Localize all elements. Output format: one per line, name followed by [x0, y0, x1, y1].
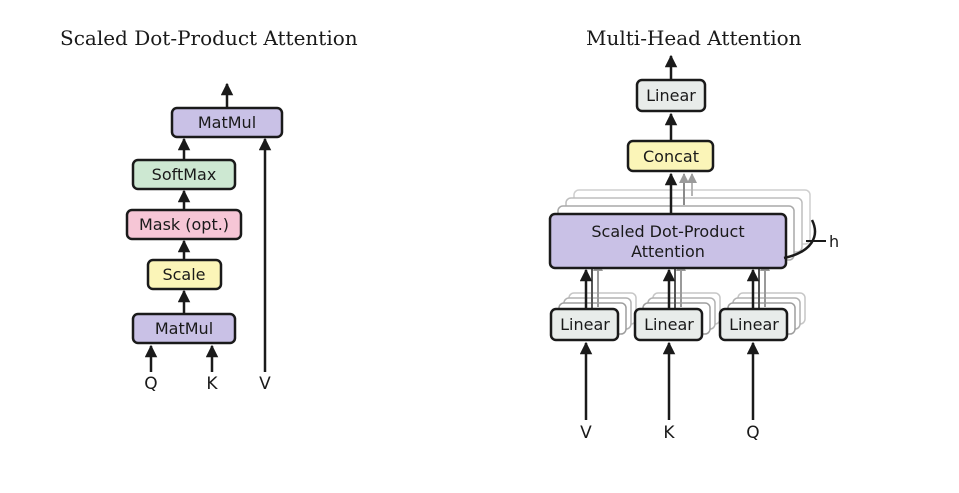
scaled-dot-product-attention-block	[548, 212, 788, 270]
attention-label-line1: Scaled Dot-Product	[591, 222, 744, 241]
left-diagram-title: Scaled Dot-Product Attention	[60, 26, 358, 50]
q-label: Q	[746, 423, 759, 443]
linear-q-label: Linear	[729, 315, 779, 334]
q-label: Q	[144, 374, 157, 394]
k-label: K	[663, 423, 675, 443]
concat-label: Concat	[643, 147, 699, 166]
v-label: V	[259, 374, 271, 394]
softmax-label: SoftMax	[152, 165, 217, 184]
matmul-bottom-block	[131, 312, 237, 345]
linear-k-label: Linear	[644, 315, 694, 334]
scale-block	[146, 258, 223, 291]
linear-out-block	[635, 78, 707, 113]
heads-label: h	[829, 232, 839, 251]
linear-v-label: Linear	[560, 315, 610, 334]
linear-out-label: Linear	[646, 86, 696, 105]
linear-q-block	[718, 307, 789, 342]
linear-to-attention-arrows	[579, 261, 770, 311]
mask-label: Mask (opt.)	[139, 215, 229, 234]
k-label: K	[206, 374, 218, 394]
multi-head-attention-diagram: Linear Concat Scaled Dot-Product Attenti…	[548, 54, 839, 443]
attention-label-line2: Attention	[631, 242, 705, 261]
linear-v-block	[549, 307, 620, 342]
matmul-top-label: MatMul	[198, 113, 256, 132]
v-label: V	[580, 423, 592, 443]
softmax-block	[131, 158, 237, 191]
linear-k-block	[633, 307, 704, 342]
mask-block	[125, 208, 243, 241]
scale-label: Scale	[162, 265, 205, 284]
scaled-dot-product-diagram: MatMul SoftMax Mask (opt.) Scale MatMul …	[125, 82, 284, 394]
heads-brace	[783, 219, 817, 260]
matmul-bottom-label: MatMul	[155, 319, 213, 338]
matmul-top-block	[170, 106, 284, 139]
right-diagram-title: Multi-Head Attention	[586, 26, 802, 50]
concat-block	[626, 139, 715, 173]
